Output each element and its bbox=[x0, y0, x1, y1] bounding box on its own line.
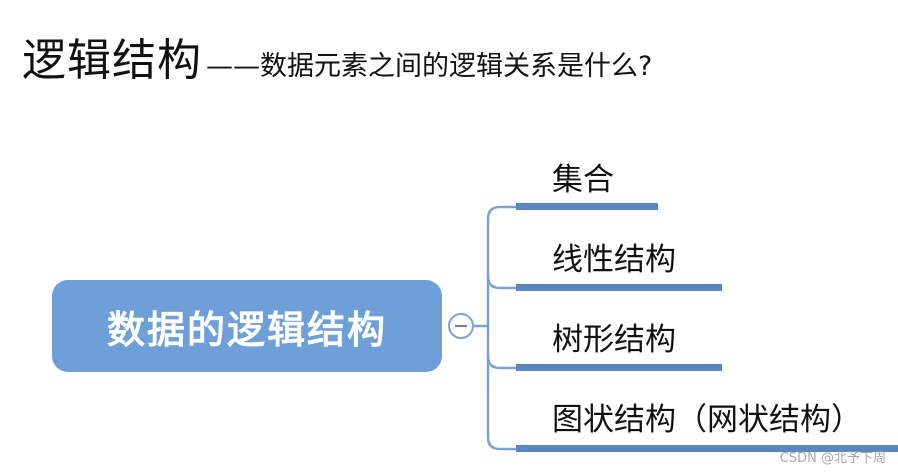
title-main: 逻辑结构 bbox=[22, 35, 202, 86]
minus-icon bbox=[455, 325, 467, 327]
watermark: CSDN @北予下周 bbox=[779, 451, 886, 466]
child-underline-4 bbox=[516, 445, 898, 452]
branch-link-2 bbox=[486, 275, 516, 290]
branch-trunk bbox=[486, 205, 501, 451]
title-subtitle: ——数据元素之间的逻辑关系是什么? bbox=[206, 51, 653, 82]
child-node-set[interactable]: 集合 bbox=[552, 162, 614, 198]
child-underline-3 bbox=[516, 364, 722, 371]
branch-link-3 bbox=[486, 355, 516, 370]
collapse-button[interactable] bbox=[448, 313, 474, 339]
root-node-label: 数据的逻辑结构 bbox=[106, 307, 387, 352]
child-underline-2 bbox=[516, 284, 722, 291]
page-title: 逻辑结构 ——数据元素之间的逻辑关系是什么? bbox=[22, 24, 653, 86]
child-node-graph[interactable]: 图状结构（网状结构） bbox=[552, 402, 862, 438]
child-underline-1 bbox=[516, 203, 658, 210]
child-node-tree[interactable]: 树形结构 bbox=[552, 322, 676, 358]
child-node-linear[interactable]: 线性结构 bbox=[552, 242, 676, 278]
root-node[interactable]: 数据的逻辑结构 bbox=[52, 280, 442, 372]
